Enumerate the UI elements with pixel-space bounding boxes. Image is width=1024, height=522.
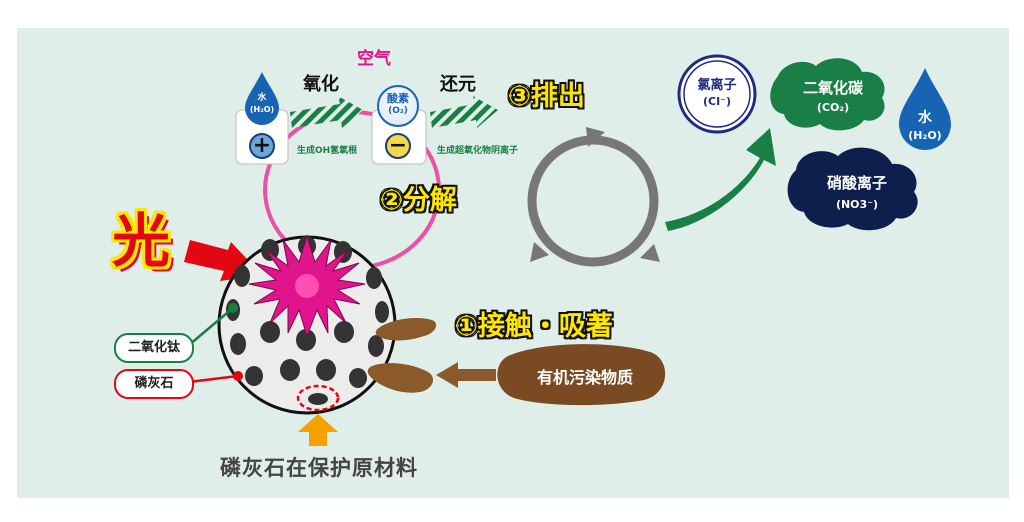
water-drop-icon [245,72,279,125]
up-arrow-icon [298,414,338,446]
minus-icon [385,133,411,159]
superoxide-text: 生成超氧化物阴离子 [437,146,519,156]
plus-icon [249,133,275,159]
oxygen-bubble-text: 酸素 (O₂) [387,92,409,116]
organic-pollutant-label: 有机污染物质 [536,368,633,387]
nitrate-text: 硝酸离子 (NO3⁻) [826,174,887,211]
apatite-tag: 磷灰石 [114,369,194,399]
step2-label: ②分解 [380,185,457,216]
minus-sign: − [388,133,408,158]
plus-sign: + [252,133,272,158]
titanium-dioxide-tag: 二氧化钛 [114,333,194,363]
caption: 磷灰石在保护原材料 [220,456,418,480]
water-drop-large-icon [899,68,951,150]
step3-label: ③排出 [508,81,585,112]
reduction-label: 还元 [440,74,476,95]
air-label: 空气 [357,49,391,69]
water-drop-card [235,72,289,165]
reduction-arrow-icon [430,96,498,128]
water-drop-text: 水 (H₂O) [249,93,275,114]
output-arrow-icon [665,128,776,231]
oh-radical-text: 生成OH氢氧根 [297,146,358,156]
pollutant-arrow-icon [436,362,496,388]
chloride-ion-badge [677,54,757,134]
organic-pollutant-blob [497,344,666,406]
oxidation-arrow-icon [290,96,363,128]
step1-label: ①接触・吸著 [455,311,613,342]
oxidation-label: 氧化 [303,74,339,95]
pollutant-blob-icon [367,363,434,393]
recycle-icon [527,127,660,267]
oxygen-card [371,85,427,165]
co2-cloud-icon [770,58,885,131]
oxygen-bubble-icon [377,85,419,127]
apatite-highlight [296,384,340,412]
light-label: 光 [112,207,171,275]
nitrate-cloud-icon [787,147,918,231]
photocatalyst-sphere [217,234,397,415]
co2-text: 二氧化碳 (CO₂) [802,79,863,114]
pollutant-blob-icon [375,318,437,341]
water-large-text: 水 (H₂O) [908,110,942,142]
chloride-text: 氯离子 (CI⁻) [697,78,737,108]
